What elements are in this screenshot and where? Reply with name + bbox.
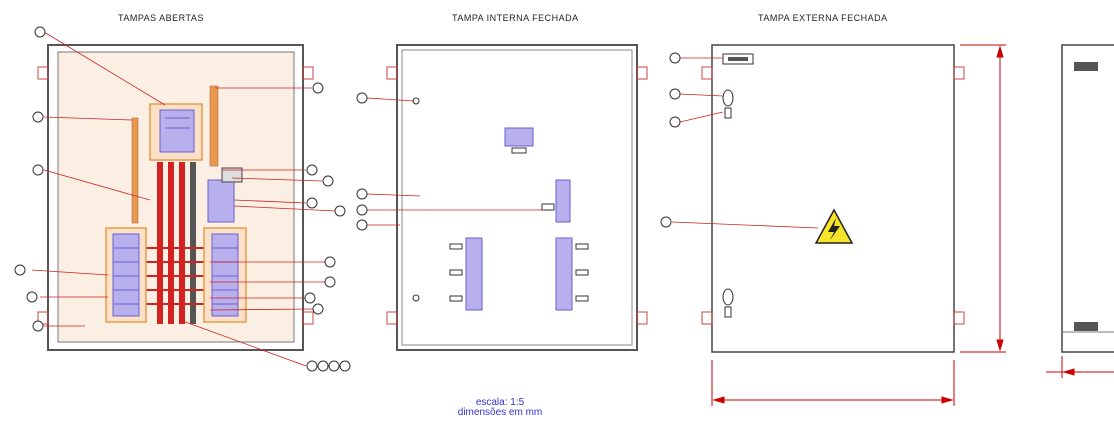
- main-breaker: [159, 109, 195, 153]
- scale-units: dimensões em mm: [457, 407, 543, 418]
- terminal-strip-left: [131, 117, 139, 224]
- title-open-covers: TAMPAS ABERTAS: [118, 13, 204, 23]
- door-hinge-icon: [386, 66, 648, 325]
- title-inner-cover-closed: TAMPA INTERNA FECHADA: [452, 13, 579, 23]
- busbar-2: [168, 162, 174, 324]
- callout-bubbles-inner: [356, 92, 368, 231]
- view-outer-cover-closed: [660, 44, 1006, 406]
- door-hinge-icon: [37, 66, 314, 325]
- callout-bubbles-outer: [660, 52, 681, 228]
- busbar-3: [179, 162, 185, 324]
- view-side: [1046, 44, 1114, 378]
- lock-handle-icon: [722, 89, 734, 318]
- dimension-lines: [711, 44, 1006, 406]
- view-inner-cover-closed: [356, 44, 648, 351]
- small-breaker-group: [207, 179, 235, 223]
- callout-bubbles: [14, 26, 351, 372]
- terminal-strip-right: [209, 85, 219, 167]
- title-outer-cover-closed: TAMPA EXTERNA FECHADA: [758, 13, 888, 23]
- scale-ratio: escala: 1:5: [475, 397, 525, 408]
- busbar-1: [157, 162, 163, 324]
- screw-bottom: [412, 294, 420, 302]
- busbar-neutral: [190, 162, 196, 324]
- door-hinge-icon: [701, 66, 965, 325]
- view-open-covers: [14, 26, 351, 372]
- scale-note: escala: 1:5 dimensões em mm: [420, 398, 580, 418]
- warning-high-voltage-icon: [814, 208, 854, 244]
- nameplate: [722, 53, 754, 65]
